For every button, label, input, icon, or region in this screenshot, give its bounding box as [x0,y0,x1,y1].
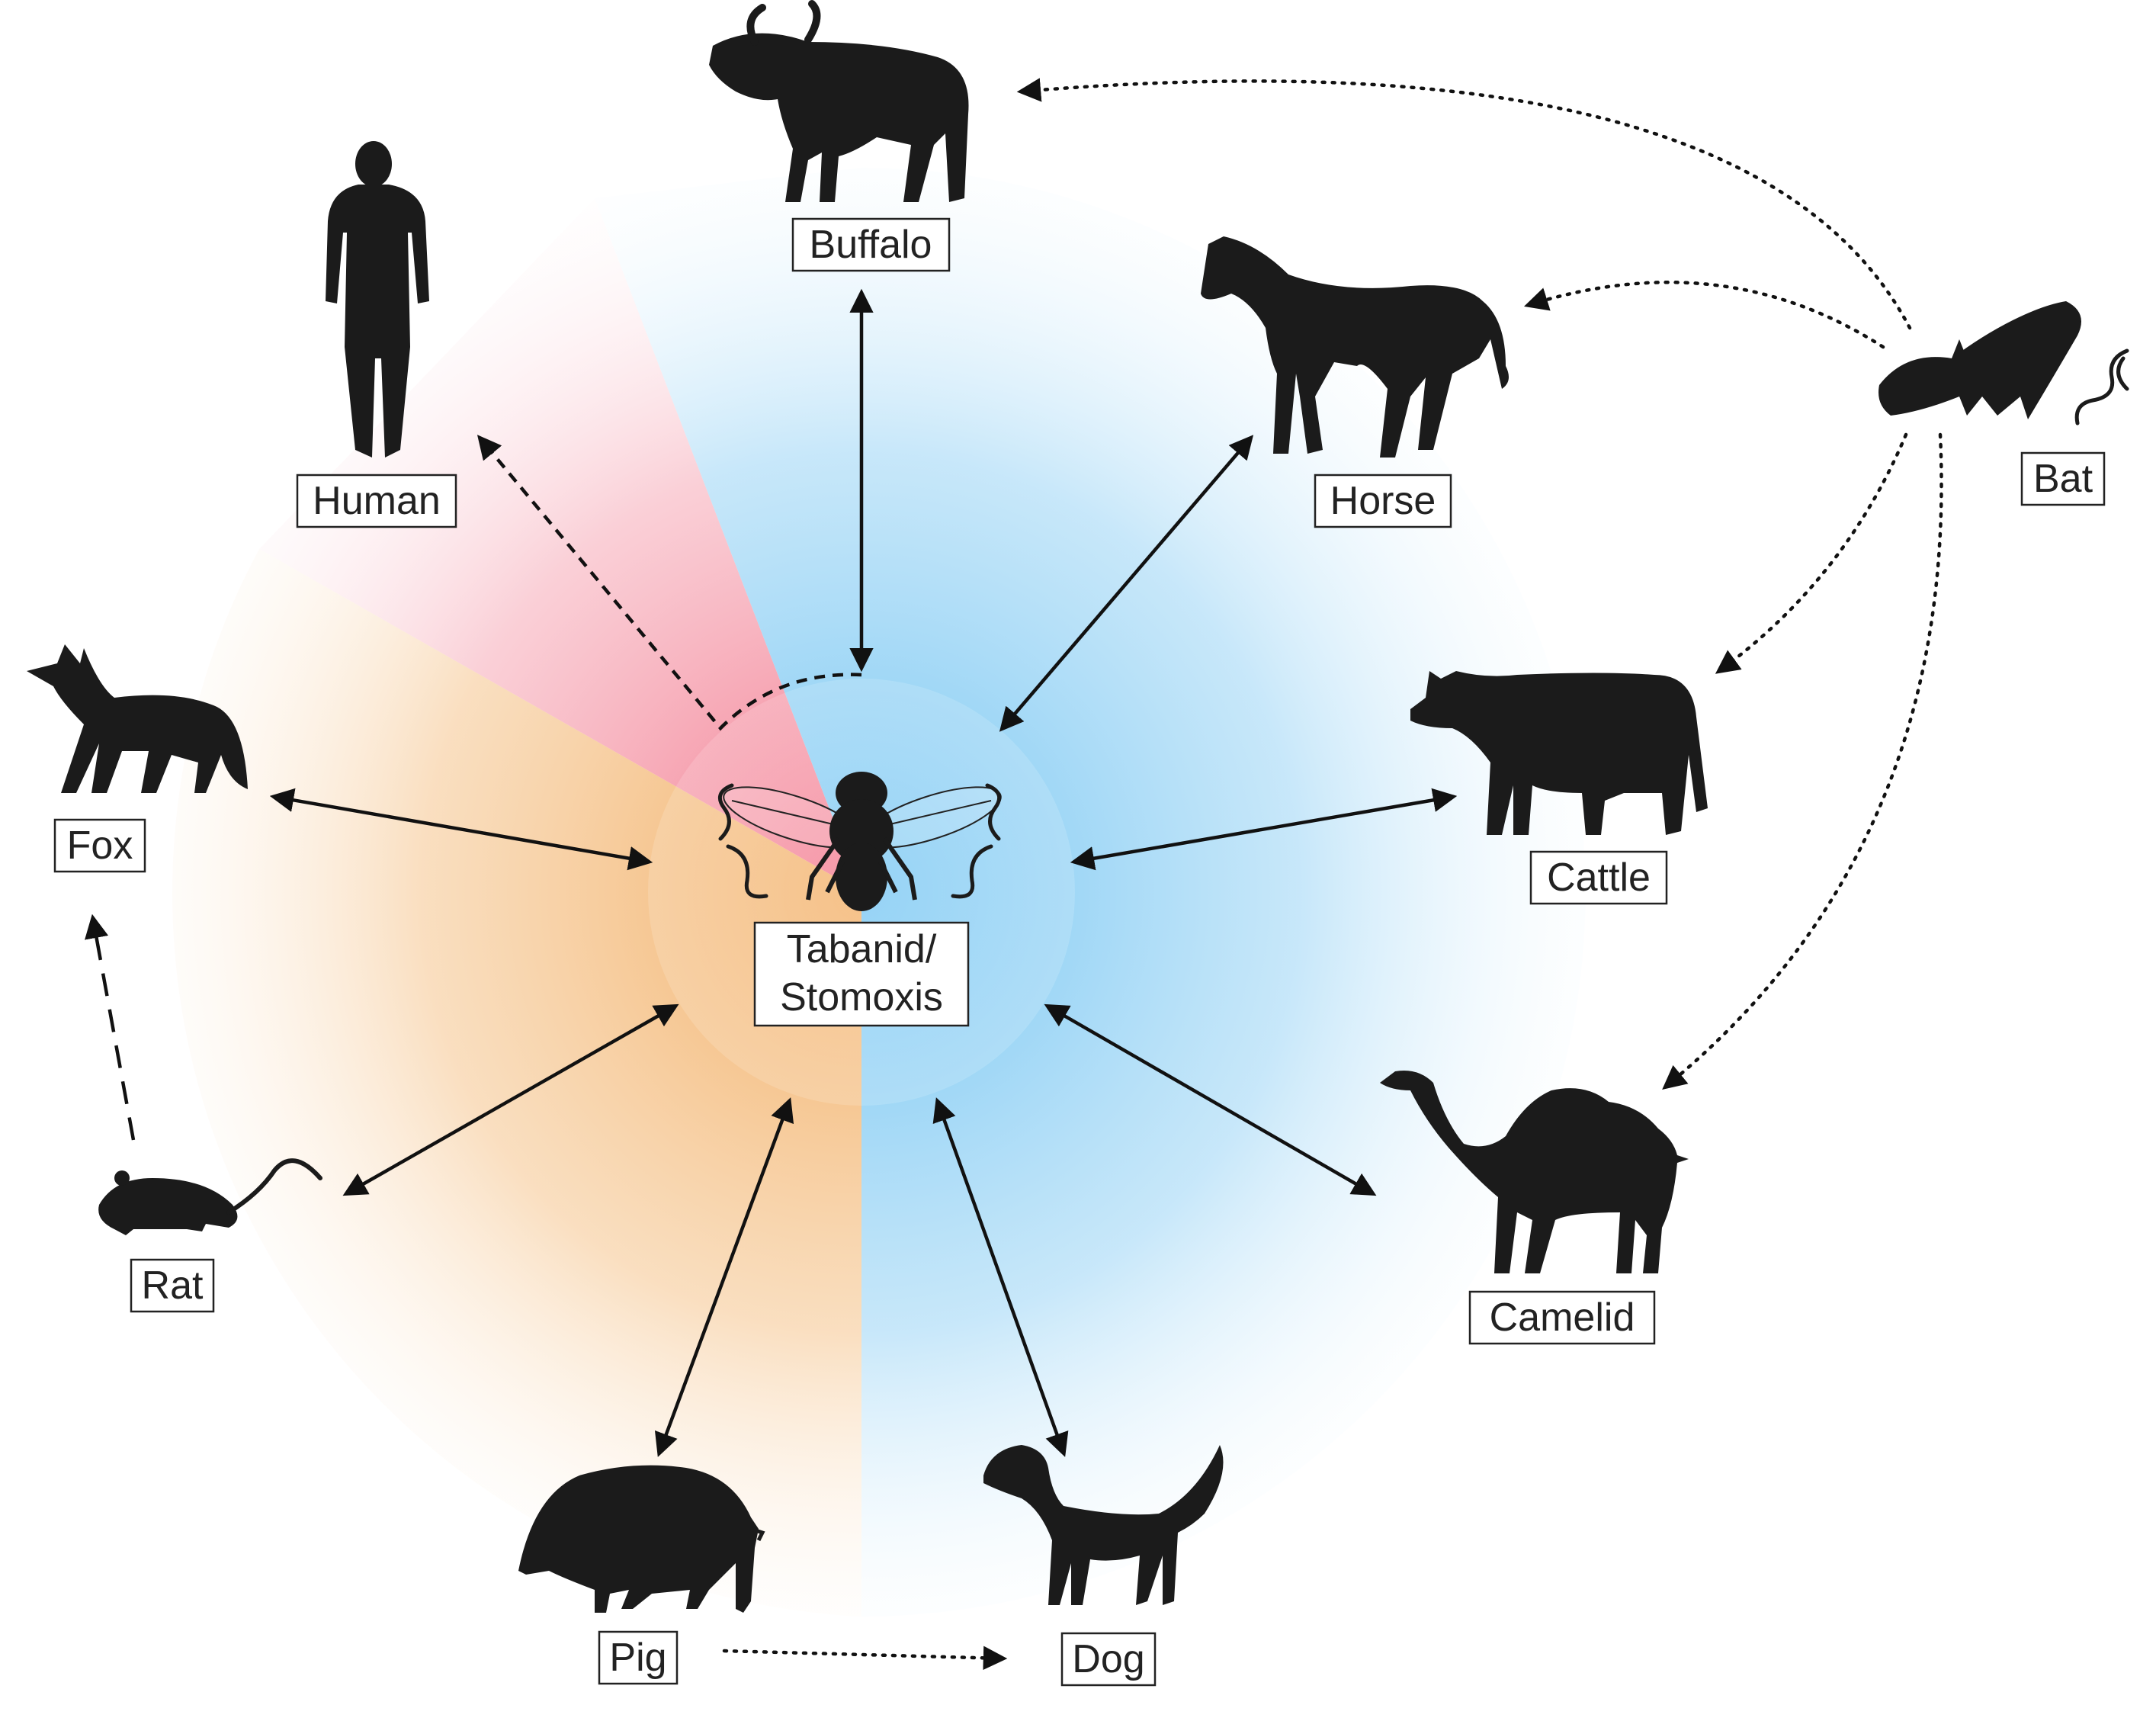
rat-label-text: Rat [142,1263,204,1308]
fox-label: Fox [53,818,146,873]
dog-icon [983,1445,1224,1605]
cattle-label: Cattle [1529,850,1668,905]
arrow-vector-pig [654,1097,794,1457]
pig-label: Pig [598,1630,679,1685]
arrow-rat-fox [85,913,136,1141]
bat-icon [1878,301,2081,419]
arrow-vector-fox [269,788,653,871]
camelid-label-text: Camelid [1490,1296,1635,1340]
vector-label-line2: Stomoxis [780,975,943,1019]
arrow-pig-dog [722,1646,1008,1671]
human-label-text: Human [313,479,441,523]
arrow-vector-cattle [1070,788,1458,871]
bat-label: Bat [2020,451,2106,506]
fox-label-text: Fox [67,824,133,868]
buffalo-label: Buffalo [791,217,951,272]
buffalo-icon [709,0,969,202]
horse-icon [1201,236,1509,458]
arrow-vector-dog [932,1097,1069,1457]
bat-trypanosome-icon [2074,348,2129,425]
camelid-label: Camelid [1468,1290,1656,1345]
rat-label: Rat [130,1258,215,1313]
buffalo-label-text: Buffalo [810,223,932,267]
human-icon [326,141,429,458]
horse-label-text: Horse [1330,479,1436,523]
arrow-bat-horse [1523,281,1885,349]
fox-icon [27,644,248,793]
human-label: Human [296,474,457,528]
dog-label: Dog [1060,1632,1157,1687]
rat-icon [98,1158,322,1235]
cattle-icon [1410,671,1708,835]
transmission-arrows [85,78,1943,1671]
dog-label-text: Dog [1072,1637,1144,1681]
cattle-label-text: Cattle [1547,856,1651,900]
arrow-bat-cattle [1715,432,1908,674]
arrow-bat-camelid [1662,432,1943,1090]
arrow-vector-horse [999,435,1254,732]
vector-label-line1: Tabanid/ [787,927,937,971]
arrow-vector-human [476,435,862,731]
arrow-bat-buffalo [1016,78,1912,330]
pig-icon [518,1465,765,1613]
pig-label-text: Pig [609,1636,666,1680]
fly-icon [723,772,1002,911]
bat-label-text: Bat [2033,457,2093,501]
trypanosome-icon [717,783,1002,899]
vector-label: Tabanid/ Stomoxis [753,921,970,1027]
camelid-icon [1380,1071,1689,1273]
arrow-vector-camelid [1044,1003,1377,1196]
arrow-vector-rat [342,1003,679,1196]
horse-label: Horse [1314,474,1452,528]
